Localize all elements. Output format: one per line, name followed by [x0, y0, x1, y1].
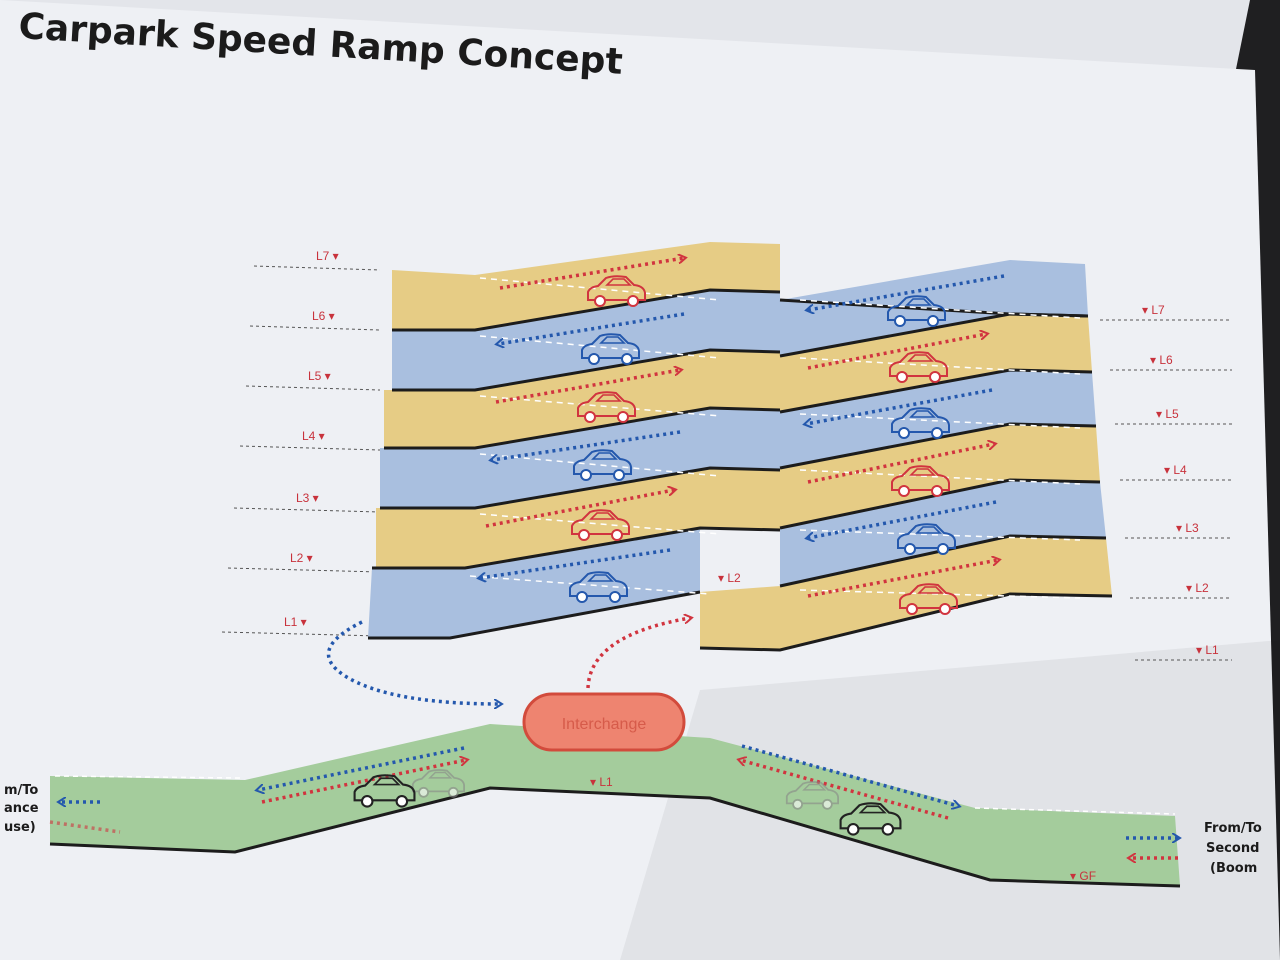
ground-ramp: ▾ L1 ▾ GF [49, 724, 1181, 888]
level-guide-line [227, 567, 381, 573]
interchange-pill [522, 692, 686, 752]
right-side-line-1: From/To [1204, 821, 1262, 836]
ground-arrow-red-left [740, 760, 949, 820]
right-band-6 [780, 314, 1092, 412]
level-label: L6 ▾ [312, 309, 335, 323]
level-guide-line [245, 385, 381, 391]
exit-arrow-left [49, 820, 121, 834]
ground-marker-gf: ▾ GF [1070, 869, 1096, 883]
interchange-label: Interchange [562, 716, 647, 733]
level-guide-line [249, 325, 381, 331]
left-side-line-2: ance [4, 801, 39, 816]
level-label: ▾ L7 [1142, 303, 1165, 317]
level-label: L5 ▾ [308, 369, 331, 383]
ground-arrow-blue-left [258, 746, 465, 790]
level-label: ▾ L1 [1196, 643, 1219, 657]
ground-marker-mid: ▾ L1 [590, 775, 613, 789]
left-side-label: m/To ance use) [4, 783, 39, 835]
ground-flow-arrows [49, 744, 1178, 858]
right-side-line-3: (Boom [1210, 861, 1257, 876]
arrow-down-right-7 [808, 274, 1005, 310]
right-side-label: From/To Second (Boom [1204, 821, 1262, 876]
ground-arrow-blue-right [741, 744, 958, 806]
level-guide-line [221, 631, 381, 637]
level-label: ▾ L5 [1156, 407, 1179, 421]
level-label: L1 ▾ [284, 615, 307, 629]
level-label: L4 ▾ [302, 429, 325, 443]
arrow-up-left-5 [495, 370, 680, 404]
right-band-2 [700, 536, 1112, 650]
interchange-node: Interchange [522, 692, 686, 752]
left-band-7 [392, 242, 780, 330]
left-side-line-1: m/To [4, 783, 38, 798]
level-marker-mid: ▾ L2 [718, 571, 741, 585]
level-guide-line [239, 445, 381, 451]
level-label: L7 ▾ [316, 249, 339, 263]
level-label: L2 ▾ [290, 551, 313, 565]
right-band-5 [780, 370, 1096, 468]
right-side-line-2: Second [1206, 841, 1259, 856]
left-side-line-3: use) [4, 820, 36, 835]
level-label: ▾ L4 [1164, 463, 1187, 477]
left-band-2 [368, 528, 700, 638]
left-level-guides: L1 ▾ L2 ▾ L3 ▾ L4 ▾ L5 ▾ L6 ▾ L7 ▾ [221, 249, 381, 637]
arrow-up-left-7 [499, 258, 684, 290]
arrow-up-right-6 [807, 334, 986, 370]
ground-band [50, 724, 1180, 886]
level-guide-line [233, 507, 381, 513]
level-label: L3 ▾ [296, 491, 319, 505]
arrow-up-right-2 [807, 560, 998, 598]
level-label: ▾ L2 [1186, 581, 1209, 595]
ramp-dashed-centerlines [469, 277, 1081, 599]
level-label: ▾ L3 [1176, 521, 1199, 535]
ramp-flow-arrows [480, 258, 1005, 598]
level-label: ▾ L6 [1150, 353, 1173, 367]
left-band-3 [376, 468, 780, 568]
